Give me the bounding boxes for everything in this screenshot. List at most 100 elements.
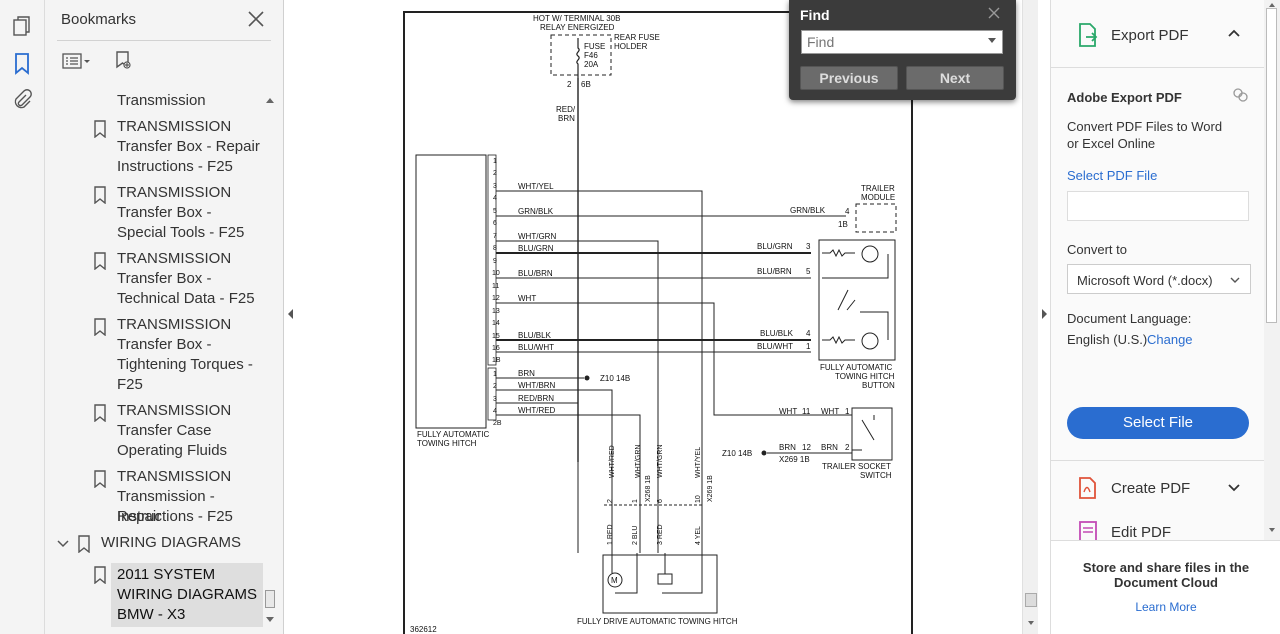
pin-label: 2 <box>567 80 572 89</box>
pin-label: 6B <box>581 80 591 89</box>
svg-text:3 RED: 3 RED <box>657 524 664 545</box>
close-icon[interactable] <box>245 8 267 30</box>
find-input[interactable] <box>801 30 1003 54</box>
bookmark-label: Instructions - F25 <box>117 508 233 525</box>
svg-text:13: 13 <box>492 308 500 315</box>
select-file-button[interactable]: Select File <box>1067 407 1249 439</box>
close-icon[interactable] <box>986 5 1002 21</box>
tools-scrollbar[interactable] <box>1264 0 1280 540</box>
scroll-up-icon[interactable] <box>1268 2 1276 8</box>
svg-text:1: 1 <box>632 499 639 503</box>
bookmark-item[interactable]: TRANSMISSION Transmission - Repair Instr… <box>45 467 263 529</box>
scroll-down-icon[interactable] <box>1027 620 1035 626</box>
bookmark-item[interactable]: TRANSMISSION Transfer Box - Repair Instr… <box>45 117 263 179</box>
language-value: English (U.S.) <box>1067 332 1148 347</box>
svg-text:WHT: WHT <box>779 407 797 416</box>
promo-text: Document Cloud <box>1114 575 1218 590</box>
select-pdf-link[interactable]: Select PDF File <box>1067 168 1158 183</box>
edit-pdf-label: Edit PDF <box>1111 524 1172 540</box>
export-description: or Excel Online <box>1067 136 1156 151</box>
scroll-down-icon[interactable] <box>265 616 275 624</box>
bookmark-label: TRANSMISSION <box>117 468 232 485</box>
svg-text:WHT/GRN: WHT/GRN <box>518 232 556 241</box>
chevron-down-icon[interactable] <box>57 539 69 549</box>
edit-pdf-tool[interactable]: Edit PDF <box>1051 514 1265 540</box>
adobe-export-title: Adobe Export PDF <box>1067 90 1182 105</box>
export-pdf-header[interactable]: Export PDF <box>1051 0 1265 68</box>
tools-pane: Export PDF Adobe Export PDF Convert PDF … <box>1050 0 1280 634</box>
scrollbar-thumb[interactable] <box>1025 593 1037 607</box>
collapse-left-panel-button[interactable] <box>286 305 296 329</box>
previous-button[interactable]: Previous <box>800 66 898 90</box>
bookmark-item[interactable]: TRANSMISSION Transfer Box - Tightening T… <box>45 315 263 397</box>
svg-text:1: 1 <box>493 371 497 378</box>
document-viewport[interactable] <box>298 0 1022 634</box>
svg-text:FULLY AUTOMATIC: FULLY AUTOMATIC <box>820 363 893 372</box>
attachment-icon[interactable] <box>10 88 34 112</box>
svg-text:BRN: BRN <box>518 369 535 378</box>
learn-more-link[interactable]: Learn More <box>1135 600 1197 614</box>
bookmark-item[interactable]: Transmission <box>45 91 263 113</box>
svg-text:12: 12 <box>492 295 500 302</box>
bookmark-icon[interactable] <box>10 52 34 76</box>
bookmark-options-button[interactable] <box>61 50 93 76</box>
export-pdf-icon <box>1079 23 1098 47</box>
bookmark-label: Transfer Box - <box>117 204 212 221</box>
svg-text:BLU/BRN: BLU/BRN <box>757 267 792 276</box>
create-pdf-tool[interactable]: Create PDF <box>1051 468 1265 506</box>
bookmark-icon <box>94 186 106 204</box>
svg-text:11: 11 <box>802 407 811 416</box>
svg-text:BLU/GRN: BLU/GRN <box>757 242 793 251</box>
bookmark-item[interactable]: TRANSMISSION Transfer Box - Technical Da… <box>45 249 263 311</box>
fuse-label: F46 <box>584 51 598 60</box>
chevron-down-icon[interactable] <box>987 37 997 45</box>
bookmark-item[interactable]: TRANSMISSION Transfer Case Operating Flu… <box>45 401 263 463</box>
format-select[interactable]: Microsoft Word (*.docx) <box>1067 264 1251 294</box>
next-button[interactable]: Next <box>906 66 1004 90</box>
svg-text:BLU/GRN: BLU/GRN <box>518 244 554 253</box>
chevron-up-icon[interactable] <box>1227 28 1241 38</box>
scrollbar-thumb[interactable] <box>265 590 275 608</box>
svg-text:TOWING HITCH: TOWING HITCH <box>835 372 895 381</box>
export-pdf-title: Export PDF <box>1111 27 1189 44</box>
svg-text:BLU/WHT: BLU/WHT <box>518 343 554 352</box>
bookmark-list: Transmission TRANSMISSION Transfer Box -… <box>45 86 263 630</box>
svg-text:6: 6 <box>657 499 664 503</box>
svg-text:BLU/BRN: BLU/BRN <box>518 269 553 278</box>
scroll-down-icon[interactable] <box>1268 527 1276 533</box>
document-scrollbar[interactable] <box>1022 0 1038 634</box>
chevron-left-icon <box>288 309 293 319</box>
svg-text:WHT/RED: WHT/RED <box>518 406 556 415</box>
bookmark-item[interactable]: TRANSMISSION Transfer Box - Special Tool… <box>45 183 263 245</box>
scroll-up-icon[interactable] <box>265 96 275 104</box>
svg-text:4: 4 <box>493 408 497 415</box>
wiring-diagram: HOT W/ TERMINAL 30B RELAY ENERGIZED FUSE… <box>403 11 913 634</box>
scrollbar-thumb[interactable] <box>1266 8 1277 323</box>
svg-text:RED/BRN: RED/BRN <box>518 394 554 403</box>
bookmark-label: WIRING DIAGRAMS <box>101 534 242 551</box>
bookmark-item-selected[interactable]: 2011 SYSTEM WIRING DIAGRAMS BMW - X3 <box>94 563 263 627</box>
fuse-header: HOT W/ TERMINAL 30B <box>533 14 620 23</box>
page-thumbnails-icon[interactable] <box>10 14 34 38</box>
svg-text:5: 5 <box>806 267 811 276</box>
bookmark-label: Transfer Box - Repair <box>117 138 260 155</box>
svg-text:7: 7 <box>493 233 497 240</box>
fuse-label: FUSE <box>584 42 605 51</box>
svg-text:2: 2 <box>845 443 850 452</box>
change-language-link[interactable]: Change <box>1147 332 1193 347</box>
add-bookmark-icon <box>113 50 135 77</box>
find-panel: Find Previous Next <box>789 0 1016 100</box>
create-pdf-icon <box>1079 477 1096 499</box>
wire-label: BRN <box>558 114 575 123</box>
bookmark-icon <box>94 120 106 138</box>
svg-text:2: 2 <box>493 383 497 390</box>
fuse-header: RELAY ENERGIZED <box>540 23 615 32</box>
add-bookmark-button[interactable] <box>113 50 135 76</box>
bookmarks-scrollbar[interactable] <box>262 92 277 630</box>
switch-account-icon[interactable] <box>1232 87 1250 103</box>
svg-text:3: 3 <box>493 396 497 403</box>
svg-text:FULLY AUTOMATIC: FULLY AUTOMATIC <box>417 430 490 439</box>
pdf-file-field[interactable] <box>1067 191 1249 221</box>
bookmark-section-wiring[interactable]: WIRING DIAGRAMS <box>45 533 263 555</box>
collapse-right-panel-button[interactable] <box>1039 305 1049 329</box>
